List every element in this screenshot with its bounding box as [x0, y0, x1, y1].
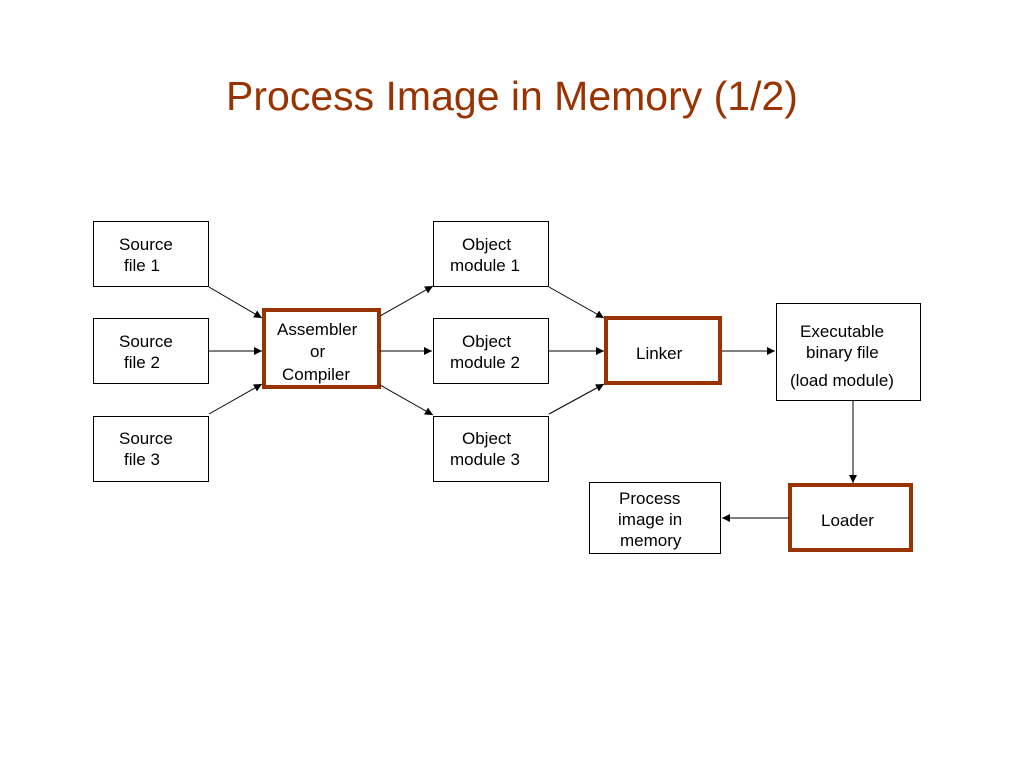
source-file-1-node: Source file 1 — [93, 221, 209, 287]
object-module-2-line-2: module 2 — [450, 353, 520, 372]
object-module-2-line-1: Object — [462, 332, 511, 351]
source-file-2-node: Source file 2 — [93, 318, 209, 384]
source-file-3-node: Source file 3 — [93, 416, 209, 482]
executable-line-2: binary file — [806, 343, 879, 362]
arrow-assembler-to-object3 — [379, 384, 434, 416]
assembler-line-2: or — [310, 342, 325, 361]
loader-label: Loader — [821, 511, 874, 530]
assembler-line-3: Compiler — [282, 365, 350, 384]
arrow-object3-to-linker — [548, 383, 605, 415]
object-module-1-line-1: Object — [462, 235, 511, 254]
source-file-1-line-2: file 1 — [124, 256, 160, 275]
assembler-line-1: Assembler — [277, 320, 358, 339]
executable-line-1: Executable — [800, 322, 884, 341]
arrow-source3-to-assembler — [208, 383, 263, 415]
loader-node: Loader — [788, 483, 913, 552]
object-module-1-line-2: module 1 — [450, 256, 520, 275]
source-file-1-line-1: Source — [119, 235, 173, 254]
object-module-2-node: Object module 2 — [433, 318, 549, 384]
executable-line-3: (load module) — [790, 371, 894, 390]
arrow-assembler-to-object1 — [379, 285, 434, 317]
slide-title: Process Image in Memory (1/2) — [226, 73, 798, 119]
arrow-object1-to-linker — [548, 286, 605, 319]
source-file-2-line-1: Source — [119, 332, 173, 351]
process-image-line-2: image in — [618, 510, 682, 529]
process-image-line-1: Process — [619, 489, 680, 508]
assembler-compiler-node: Assembler or Compiler — [262, 308, 381, 389]
source-file-3-line-1: Source — [119, 429, 173, 448]
arrow-source1-to-assembler — [208, 286, 263, 319]
linker-label: Linker — [636, 344, 683, 363]
object-module-3-line-2: module 3 — [450, 450, 520, 469]
process-image-node: Process image in memory — [589, 482, 721, 554]
object-module-1-node: Object module 1 — [433, 221, 549, 287]
object-module-3-node: Object module 3 — [433, 416, 549, 482]
executable-node: Executable binary file (load module) — [776, 303, 921, 401]
linker-node: Linker — [604, 316, 722, 385]
object-module-3-line-1: Object — [462, 429, 511, 448]
source-file-2-line-2: file 2 — [124, 353, 160, 372]
process-image-line-3: memory — [620, 531, 682, 550]
source-file-3-line-2: file 3 — [124, 450, 160, 469]
